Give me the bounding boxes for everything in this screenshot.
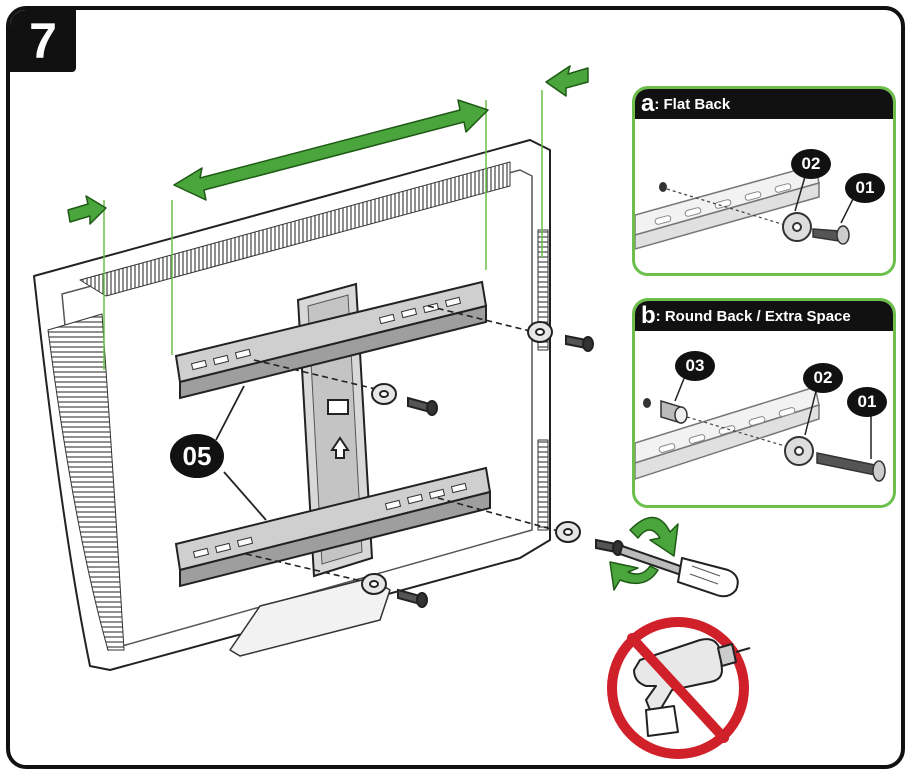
panel-a-callout-02: 02: [791, 149, 831, 179]
panel-b-title: : Round Back / Extra Space: [655, 308, 851, 325]
screw: [812, 225, 850, 245]
panel-b-callout-03: 03: [675, 351, 715, 381]
arrow-right-icon: [67, 195, 107, 225]
assembly-lines: [245, 305, 563, 583]
washer: [784, 436, 814, 466]
flat-back-illustration: [635, 162, 858, 250]
washer: [782, 212, 812, 242]
panel-b-header: b: Round Back / Extra Space: [635, 301, 893, 331]
tv-back: [33, 139, 551, 671]
rotate-arrow-icon: [609, 516, 679, 591]
step-number: 7: [10, 10, 76, 72]
panel-b-callout-01: 01: [847, 387, 887, 417]
screw: [565, 334, 594, 352]
long-screw: [816, 452, 886, 482]
mounting-arm-upper: [174, 280, 488, 400]
screw: [397, 588, 428, 608]
panel-a-header: a: Flat Back: [635, 89, 893, 119]
main-illustration: [33, 65, 751, 759]
panel-a-callout-01: 01: [845, 173, 885, 203]
no-power-drill-icon: [607, 617, 751, 759]
round-back-illustration: [635, 370, 886, 482]
arrow-left-icon: [545, 65, 589, 97]
double-arrow-icon: [173, 99, 489, 201]
instruction-frame: 7: [6, 6, 905, 769]
panel-a-title: : Flat Back: [654, 96, 731, 113]
screwdriver-icon: [618, 544, 739, 598]
alignment-lines: [103, 90, 543, 370]
callout-leaders: [215, 385, 267, 521]
washer: [371, 383, 397, 405]
callout-05: 05: [170, 434, 224, 478]
panel-b-letter: b: [641, 302, 656, 329]
screw: [407, 396, 438, 416]
mounting-arm-lower: [174, 466, 492, 588]
panel-flat-back: a: Flat Back 02 01: [632, 86, 896, 276]
washer: [361, 573, 387, 595]
panel-b-callout-02: 02: [803, 363, 843, 393]
panel-round-back: b: Round Back / Extra Space 03: [632, 298, 896, 508]
washer: [555, 521, 581, 543]
screw: [595, 538, 624, 556]
spacer: [660, 399, 688, 425]
panel-a-letter: a: [641, 90, 655, 117]
hardware: [361, 321, 624, 608]
washer: [527, 321, 553, 343]
